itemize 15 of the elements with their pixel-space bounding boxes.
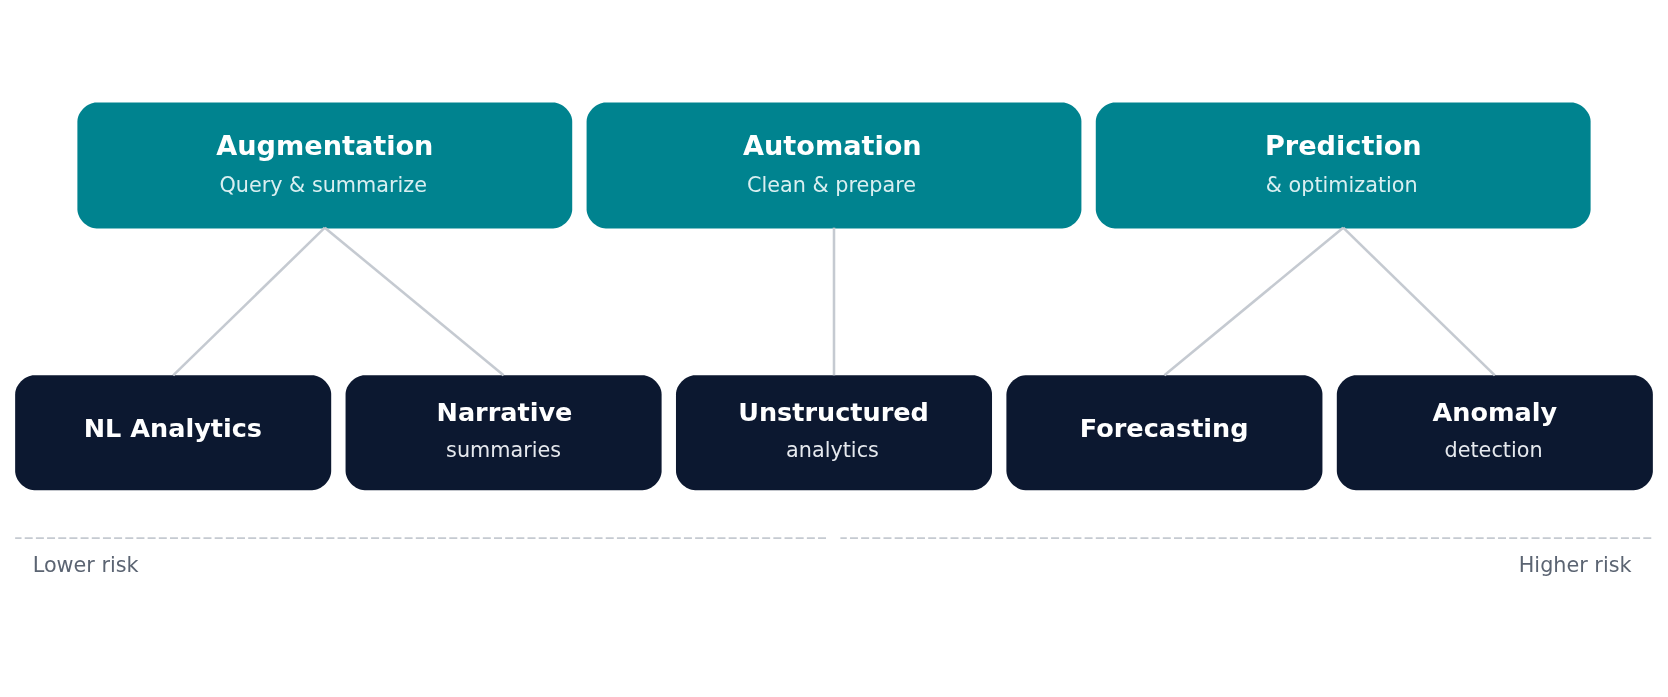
connector bbox=[172, 226, 326, 376]
node-box: Unstructured analytics bbox=[675, 374, 993, 490]
node-box: Automation Clean & prepare bbox=[586, 101, 1082, 228]
connector bbox=[324, 226, 505, 376]
node-box: NL Analytics bbox=[15, 374, 332, 490]
node-box: Forecasting bbox=[1006, 374, 1323, 490]
connector bbox=[1163, 226, 1344, 376]
node-box: Anomaly detection bbox=[1336, 374, 1653, 490]
connector bbox=[1342, 226, 1496, 376]
node-box: Prediction & optimization bbox=[1095, 101, 1591, 228]
connector bbox=[832, 227, 836, 375]
node-box: Augmentation Query & summarize bbox=[77, 101, 573, 228]
label: Higher risk bbox=[1518, 552, 1632, 577]
node-box: Narrative summaries bbox=[345, 374, 662, 490]
label: Lower risk bbox=[32, 552, 139, 577]
